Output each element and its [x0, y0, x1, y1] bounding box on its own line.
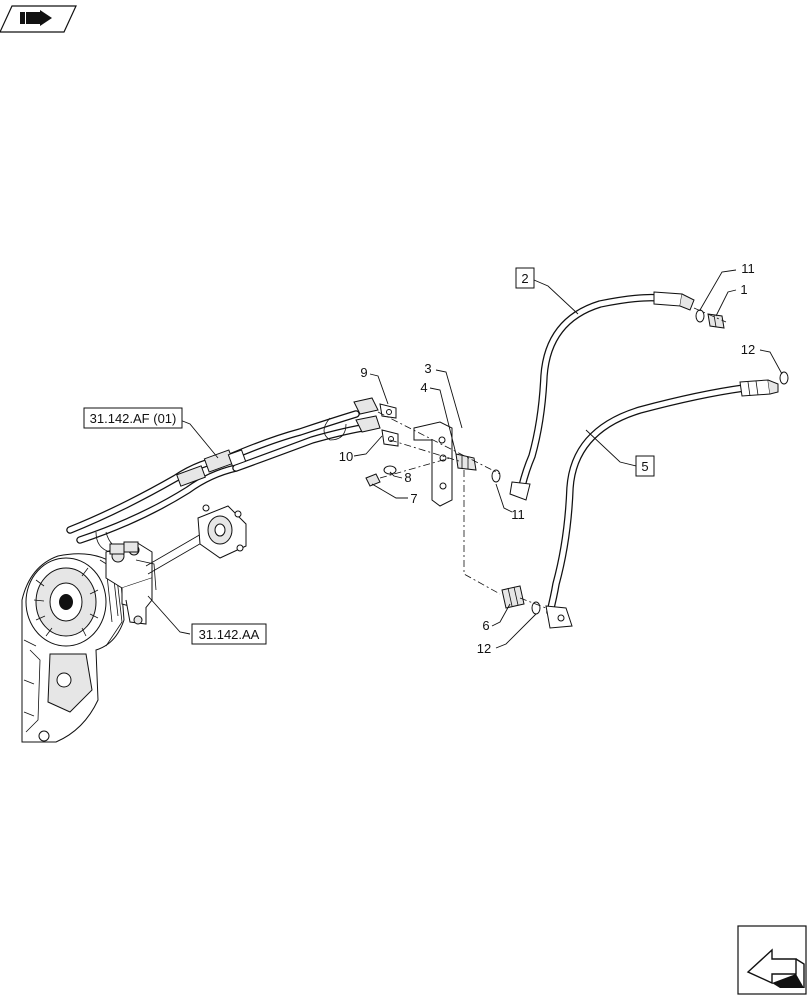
clip-part-10	[381, 429, 399, 447]
hose-part-2	[509, 291, 695, 501]
callout-7: 7	[410, 491, 417, 506]
callout-8: 8	[404, 470, 411, 485]
callout-2: 2	[521, 271, 528, 286]
flange-shaft	[145, 504, 247, 575]
bolt-part-7	[365, 473, 381, 487]
reference-label-31-142-af: 31.142.AF (01)	[90, 411, 177, 426]
callout-11-top: 11	[741, 261, 755, 276]
callout-10: 10	[339, 449, 353, 464]
callout-9: 9	[360, 365, 367, 380]
leader-lines	[147, 269, 783, 649]
reference-box-31-142-aa[interactable]: 31.142.AA	[191, 623, 267, 645]
previous-page-arrow-icon[interactable]	[737, 925, 807, 995]
callout-box-2: 2	[515, 267, 535, 289]
callout-12-top: 12	[741, 342, 755, 357]
callout-3: 3	[424, 361, 431, 376]
book-pointer-icon[interactable]	[0, 5, 77, 33]
washer-part-11-top	[695, 309, 705, 323]
clip-part-9	[379, 403, 397, 419]
transmission-assembly	[21, 541, 157, 743]
fitting-part-6	[501, 585, 525, 609]
callout-1: 1	[740, 282, 747, 297]
hose-part-5	[545, 379, 779, 629]
callout-6: 6	[482, 618, 489, 633]
reference-box-31-142-af[interactable]: 31.142.AF (01)	[83, 407, 183, 429]
callout-5: 5	[641, 459, 648, 474]
callout-box-5: 5	[635, 455, 655, 477]
bracket-part-3	[413, 421, 453, 507]
reference-label-31-142-aa: 31.142.AA	[199, 627, 260, 642]
callout-4: 4	[420, 380, 427, 395]
callout-12-bottom: 12	[477, 641, 491, 656]
fitting-part-4	[455, 453, 477, 471]
center-lines	[377, 307, 727, 609]
fitting-part-1	[707, 313, 725, 329]
washer-part-11-mid	[491, 469, 501, 483]
washer-part-12-top	[779, 371, 789, 385]
washer-part-8	[383, 465, 397, 475]
callout-11-mid: 11	[511, 507, 525, 522]
harness-left	[66, 397, 381, 555]
